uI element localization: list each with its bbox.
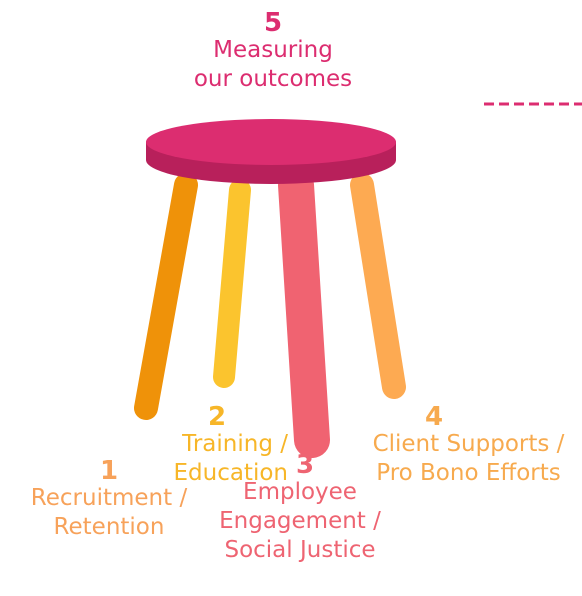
label-5-line-2: our outcomes	[193, 66, 353, 92]
leg-2	[213, 179, 251, 388]
label-4-line-1: Client Supports /	[372, 431, 565, 457]
label-4: 4 Client Supports / Pro Bono Efforts	[355, 404, 582, 488]
label-2-number: 2	[208, 402, 227, 432]
label-4-number: 4	[425, 402, 444, 432]
leg-3	[278, 167, 330, 458]
label-1: 1 Recruitment / Retention	[4, 458, 214, 542]
label-1-line-2: Retention	[53, 514, 165, 540]
leg-1	[134, 173, 198, 420]
label-1-text: Recruitment / Retention	[4, 484, 214, 542]
label-3-line-1: Employee	[243, 479, 357, 505]
label-3-number: 3	[296, 450, 315, 480]
label-1-line-1: Recruitment /	[30, 485, 188, 511]
label-3: 3 Employee Engagement / Social Justice	[210, 452, 390, 565]
label-5: 5 Measuring our outcomes	[168, 10, 378, 94]
label-4-text: Client Supports / Pro Bono Efforts	[355, 430, 582, 488]
seat-top	[146, 119, 396, 165]
label-1-number: 1	[99, 456, 119, 486]
label-2: 2 Training / Education	[150, 404, 300, 488]
label-2-line-1: Training /	[182, 431, 288, 457]
label-5-line-1: Measuring	[213, 37, 333, 63]
leg-4	[350, 173, 406, 399]
label-4-line-2: Pro Bono Efforts	[376, 460, 561, 486]
label-5-text: Measuring our outcomes	[168, 36, 378, 94]
label-3-line-2: Engagement /	[219, 508, 381, 534]
label-2-line-2: Education	[173, 460, 288, 486]
label-5-number: 5	[263, 8, 283, 38]
label-2-text: Training / Education	[150, 430, 288, 488]
label-3-line-3: Social Justice	[224, 537, 376, 563]
label-3-text: Employee Engagement / Social Justice	[210, 478, 390, 565]
